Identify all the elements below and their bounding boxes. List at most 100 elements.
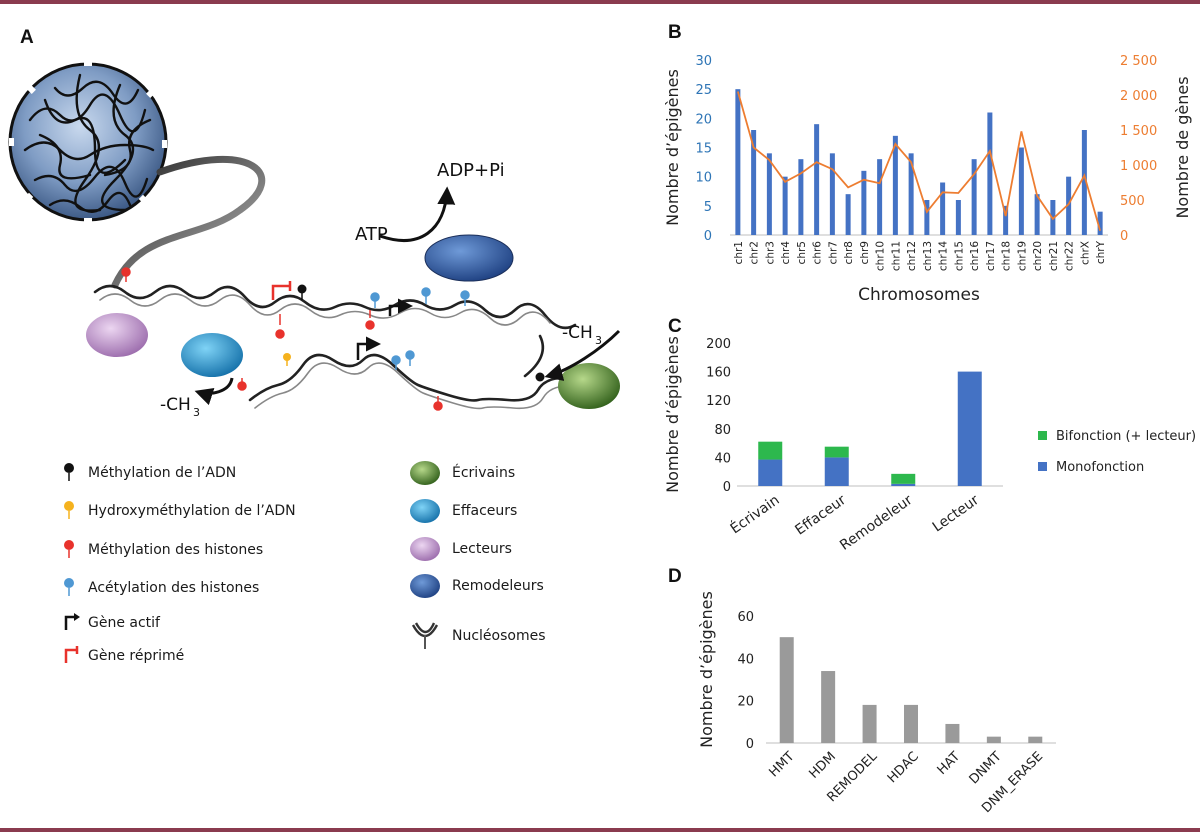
x-tick-label: chrY [1095, 240, 1107, 264]
x-tick-label: chr6 [812, 241, 824, 265]
gene-count-line [737, 91, 1101, 232]
bar-chr12 [908, 153, 914, 235]
cyan-ellipse-icon [410, 499, 440, 523]
legend-item-dna-methylation: Méthylation de l’ADN [62, 462, 236, 484]
panel-letter-c: C [668, 316, 682, 337]
y-axis-title: Nombre d’épigènes [663, 336, 682, 493]
y-axis-title: Nombre d’épigènes [663, 69, 682, 226]
bar-chr13 [924, 200, 930, 235]
y-tick-label: 20 [695, 112, 712, 127]
bar-chr9 [861, 170, 867, 235]
blue-lollipop-icon [64, 578, 74, 596]
x-tick-label: chr2 [749, 241, 761, 264]
x-tick-label: chr19 [1016, 241, 1028, 271]
methyl-right-label: -CH [562, 323, 593, 343]
bar-DNMT [986, 736, 1001, 743]
legend-label: Gène réprimé [88, 648, 185, 664]
active-gene-arrow-icon [64, 613, 80, 630]
x-tick-label: chr5 [796, 241, 808, 264]
panel-letter-b: B [668, 22, 682, 43]
bar-chr8 [845, 194, 851, 235]
bar-monofonction-3 [957, 371, 982, 486]
panel-letter-a: A [20, 27, 34, 48]
legend-label: Lecteurs [452, 541, 512, 557]
chromatin-stalk [111, 155, 266, 289]
legend-label: Méthylation de l’ADN [88, 465, 237, 481]
y2-axis-title: Nombre de gènes [1173, 76, 1192, 218]
x-tick-label: Effaceur [792, 492, 849, 539]
repressed-gene-symbol [271, 281, 292, 300]
legend-label: Effaceurs [452, 503, 518, 519]
repressed-gene-icon [64, 646, 79, 663]
legend-item-repressed-gene: Gène réprimé [62, 645, 184, 667]
x-tick-label: chr8 [843, 241, 855, 264]
y-tick-label: 30 [695, 54, 712, 69]
panel-letter-d: D [668, 566, 682, 587]
y-tick-label: 80 [714, 423, 731, 438]
y2-tick-label: 1 000 [1120, 159, 1157, 174]
nucleosome-icon [411, 622, 439, 649]
yellow-lollipop-icon [64, 501, 74, 519]
top-rule [0, 0, 1200, 4]
atp-label: ATP [355, 224, 388, 245]
y-tick-label: 200 [706, 337, 731, 352]
y-tick-label: 0 [746, 737, 754, 752]
x-tick-label: chr1 [733, 241, 745, 264]
writer-protein [558, 363, 620, 409]
x-tick-label: chr14 [938, 241, 950, 271]
bar-chrY [1097, 211, 1103, 235]
x-tick-label: chr4 [780, 241, 792, 265]
y-tick-label: 60 [737, 610, 754, 625]
legend-item-nucleosomes: Nucléosomes [408, 621, 546, 651]
bar-chr5 [798, 159, 804, 235]
bar-chr17 [987, 112, 993, 235]
legend-item-histone-acetylation: Acétylation des histones [62, 577, 259, 599]
reader-protein [86, 313, 148, 357]
legend-label: Acétylation des histones [88, 580, 260, 596]
x-tick-label: chr11 [890, 241, 902, 271]
y-tick-label: 25 [695, 83, 712, 98]
methyl-left-label: -CH [160, 395, 191, 415]
x-axis-title: Chromosomes [858, 285, 980, 305]
legend-label: Gène actif [88, 615, 160, 631]
x-tick-label: HDM [806, 749, 839, 782]
bar-chr6 [814, 124, 820, 235]
legend-label: Méthylation des histones [88, 542, 264, 558]
atp-arrow [379, 186, 456, 242]
hydroxymethylation-mark [283, 353, 291, 366]
chromatin-fiber-upper [93, 284, 577, 330]
active-gene-symbol-lower [356, 336, 381, 360]
bar-bifonction-0 [758, 441, 783, 460]
bar-HMT [779, 637, 794, 743]
methyl-left-subscript: 3 [193, 406, 200, 419]
x-tick-label: Remodeleur [837, 492, 916, 554]
legend-swatch-monofonction [1038, 462, 1047, 471]
x-tick-label: chr13 [922, 241, 934, 271]
legend-item-hydroxymethylation: Hydroxyméthylation de l’ADN [62, 500, 296, 522]
y-tick-label: 40 [737, 652, 754, 667]
eraser-protein [181, 333, 243, 377]
y-tick-label: 5 [704, 200, 712, 215]
blue-ellipse-icon [410, 574, 440, 598]
x-tick-label: chr21 [1048, 241, 1060, 271]
eraser-arrow [194, 377, 234, 406]
legend-swatch-bifonction [1038, 431, 1047, 440]
y-tick-label: 10 [695, 171, 712, 186]
legend-item-active-gene: Gène actif [62, 612, 160, 634]
legend-label: Écrivains [452, 465, 516, 481]
legend-label: Hydroxyméthylation de l’ADN [88, 503, 296, 519]
bar-HAT [945, 723, 960, 743]
bar-HDAC [904, 704, 918, 743]
bar-chr15 [955, 200, 961, 235]
legend-item-erasers: Effaceurs [408, 498, 517, 524]
chromatin-fiber-lower [248, 334, 595, 410]
bar-chr19 [1018, 147, 1024, 235]
x-tick-label: chr3 [764, 241, 776, 264]
legend-label: Nucléosomes [452, 628, 546, 644]
x-tick-label: chr7 [827, 241, 839, 264]
legend-label-monofonction: Monofonction [1056, 460, 1144, 475]
red-lollipop-icon [64, 540, 74, 558]
x-tick-label: chr15 [953, 241, 965, 271]
x-tick-label: chr16 [969, 241, 981, 271]
